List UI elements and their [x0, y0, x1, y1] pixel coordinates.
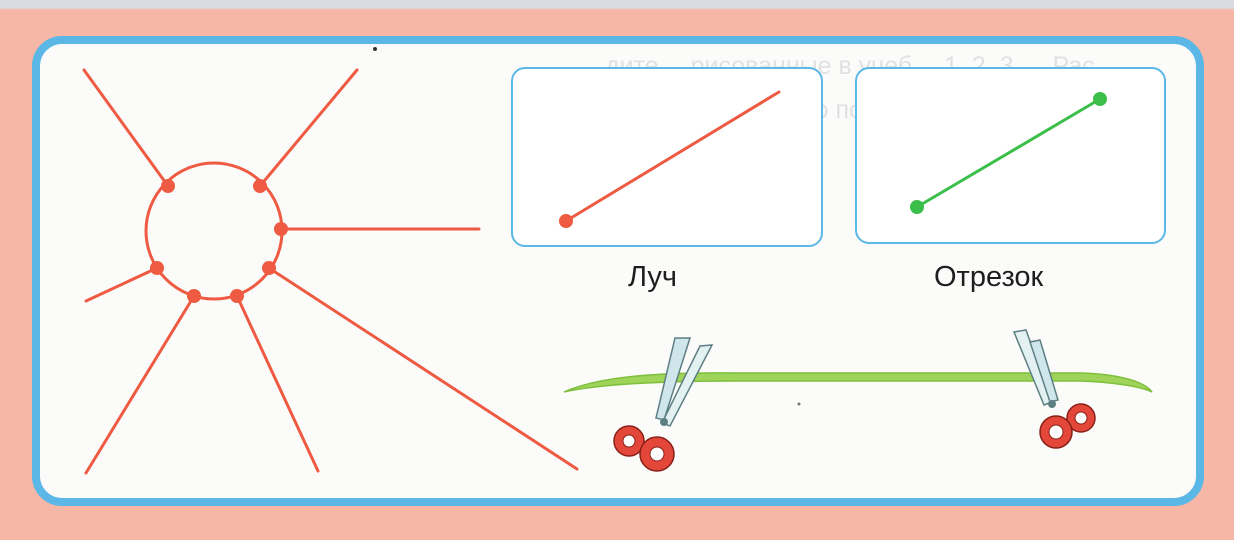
ray-label: Луч: [628, 261, 677, 294]
ray-endpoint: [559, 214, 573, 228]
segment-endpoint-start: [910, 200, 924, 214]
ray-line: [559, 92, 779, 228]
sun-ray-2: [260, 70, 357, 186]
green-strip: [564, 373, 1152, 392]
scissors-right-icon: [1014, 330, 1095, 448]
speck: [798, 403, 801, 406]
sun-ray-7: [86, 268, 157, 301]
scissors-left-icon: [614, 338, 712, 471]
sun-ray-6: [86, 296, 194, 473]
segment-label: Отрезок: [934, 261, 1043, 294]
sun-ray-4: [269, 268, 577, 469]
sun-ray-5: [237, 296, 318, 471]
speck: [373, 47, 377, 51]
sun-ray-1: [84, 70, 168, 186]
segment-line: [910, 92, 1107, 214]
segment-endpoint-end: [1093, 92, 1107, 106]
